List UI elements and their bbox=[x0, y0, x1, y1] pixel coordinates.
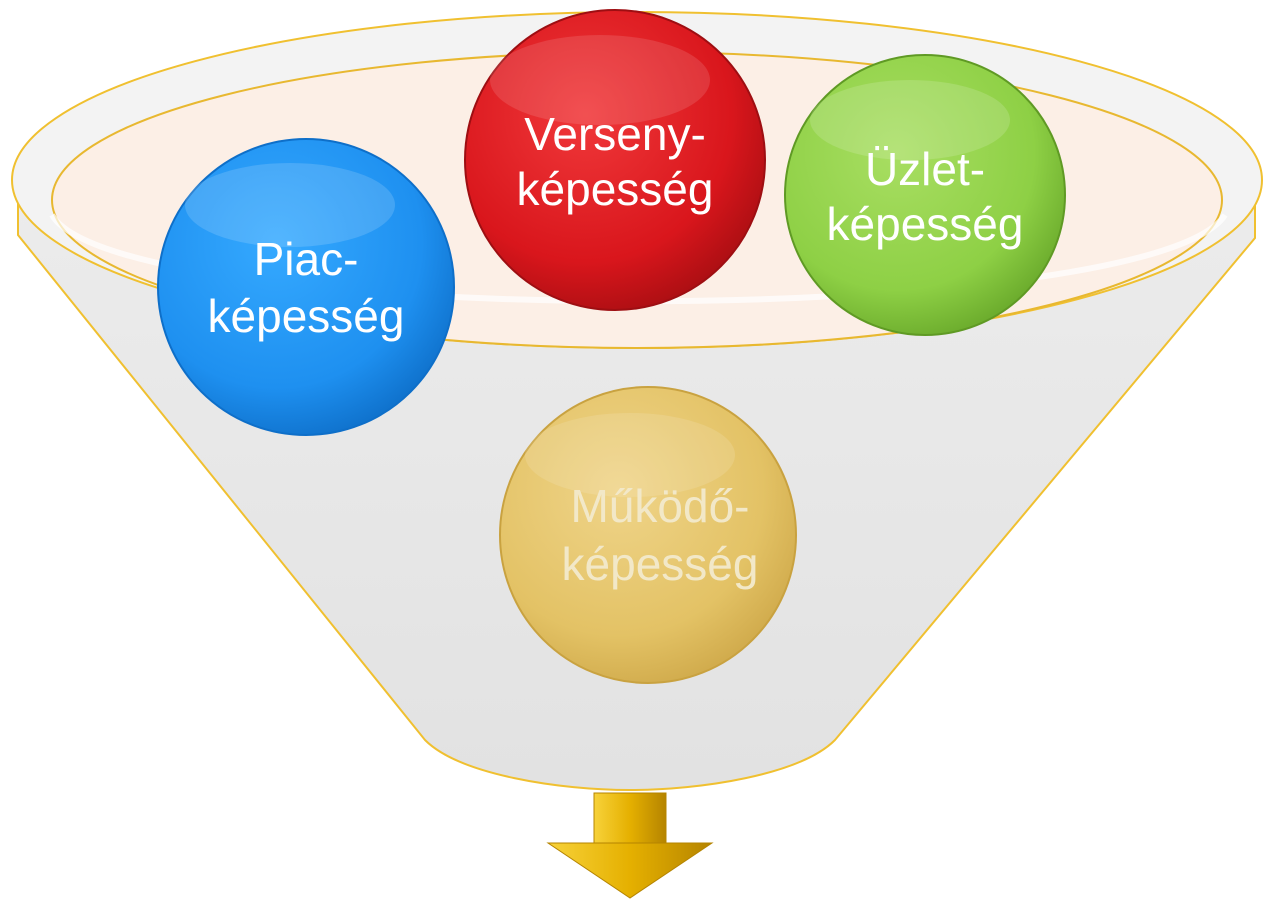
circle-piackepesseg-line1: Piac- bbox=[254, 233, 359, 285]
circle-versenykepesseg-line2: képesség bbox=[517, 163, 714, 215]
circle-uzletkepesseg: Üzlet- képesség bbox=[784, 54, 1066, 336]
down-arrow-icon bbox=[546, 792, 714, 899]
circle-mukodokepesseg-line2: képesség bbox=[562, 538, 759, 590]
circle-piackepesseg: Piac- képesség bbox=[157, 138, 455, 436]
circle-versenykepesseg-disc bbox=[464, 9, 766, 311]
circle-uzletkepesseg-line2: képesség bbox=[827, 198, 1024, 250]
circle-mukodokepesseg-disc bbox=[499, 386, 797, 684]
circle-uzletkepesseg-line1: Üzlet- bbox=[865, 143, 985, 195]
circle-piackepesseg-disc bbox=[157, 138, 455, 436]
circle-piackepesseg-line2: képesség bbox=[208, 290, 405, 342]
circle-versenykepesseg-line1: Verseny- bbox=[524, 108, 706, 160]
circle-mukodokepesseg: Működő- képesség bbox=[499, 386, 797, 684]
circle-versenykepesseg: Verseny- képesség bbox=[464, 9, 766, 311]
circle-mukodokepesseg-line1: Működő- bbox=[571, 480, 750, 532]
circle-uzletkepesseg-disc bbox=[784, 54, 1066, 336]
